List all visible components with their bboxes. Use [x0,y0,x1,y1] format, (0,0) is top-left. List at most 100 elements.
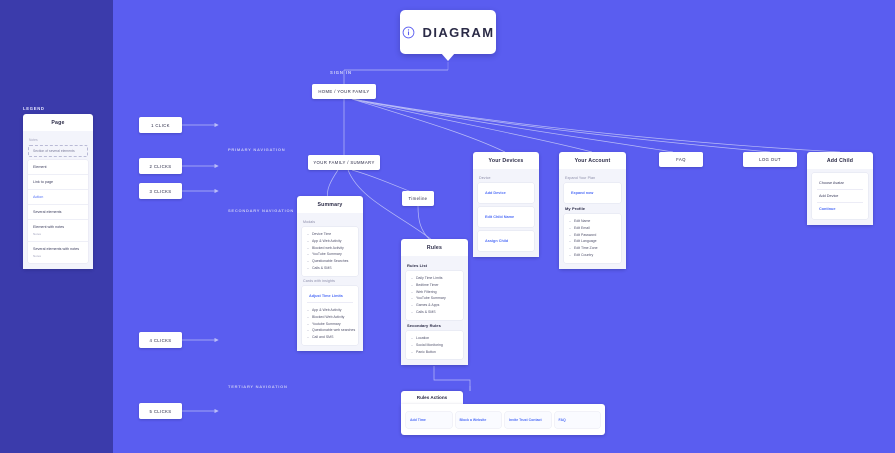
list-item: Edit Password [569,232,616,239]
add-child-continue-link[interactable]: Continue [819,207,836,211]
list-item: Bedtime Timer [411,282,458,289]
rules-secondary-list: Location Social Monitoring Panic Button [411,335,458,355]
legend-card-body: Notes Section of several elements Elemen… [23,131,93,269]
legend-row-label: Element [33,165,47,169]
account-profile-label: My Profile [565,206,586,211]
list-item: App & Web Activity [307,307,353,314]
card-your-account: Your Account Expand Your Plan Expand now… [559,152,626,269]
list-item: Edit Country [569,252,616,259]
rules-list-panel: Daily Time Limits Bedtime Timer Web Filt… [406,271,463,320]
legend-row-sub: Notes [33,232,42,236]
list-item: Web Filtering [411,289,458,296]
summary-modals-list: Device Time App & Web Activity Blocked w… [307,231,353,272]
devices-link[interactable]: Add Device [485,191,506,195]
list-item: Edit Time Zone [569,245,616,252]
rules-actions-tab-label: Rules Actions [416,395,448,400]
action-box[interactable]: Block a Website [455,411,501,428]
devices-link-panel-2[interactable]: Edit Child Name [478,207,534,227]
click-marker-2: 2 CLICKS [139,158,182,174]
legend-row-label: Element with notes [33,225,65,229]
legend-heading: LEGEND [23,106,45,111]
legend-row-label: Link to page [33,180,54,184]
legend-items: Element Link to page Action Several elem… [28,160,88,263]
add-child-row[interactable]: Add Device [817,190,863,203]
click-marker-3: 3 CLICKS [139,183,182,199]
rules-secondary-label: Secondary Rules [407,322,441,328]
card-devices-title: Your Devices [488,158,524,164]
list-item: Device Time [307,231,353,238]
list-item: Games & Apps [411,302,458,309]
node-your-family-label: YOUR FAMILY / SUMMARY [313,160,375,165]
summary-insights-panel: Adjust Time Limits App & Web Activity Bl… [302,285,358,345]
click-marker-1: 1 CLICK [139,117,182,133]
devices-link-panel-1[interactable]: Add Device [478,183,534,203]
node-home[interactable]: HOME / YOUR FAMILY [312,84,376,99]
list-item: Location [411,335,458,342]
summary-insights-list: App & Web Activity Blocked Web Activity … [307,307,355,341]
legend-row: Link to page [28,175,88,190]
card-summary: Summary Modals Device Time App & Web Act… [297,196,363,351]
card-rules: Rules Rules List Daily Time Limits Bedti… [401,239,468,366]
action-box[interactable]: Invite Trust Contact [505,411,551,428]
summary-modals-panel: Device Time App & Web Activity Blocked w… [302,227,358,276]
account-plan-link[interactable]: Expand now [571,191,594,195]
devices-link-panel-3[interactable]: Assign Child [478,231,534,251]
card-your-devices: Your Devices Device Add Device Edit Chil… [473,152,539,257]
node-your-family-summary[interactable]: YOUR FAMILY / SUMMARY [308,155,380,170]
legend-row-label: Action [33,195,44,199]
label-secondary-navigation: SECONDARY NAVIGATION [228,208,294,213]
rules-list: Daily Time Limits Bedtime Timer Web Filt… [411,275,458,316]
legend-card: Page Notes Section of several elements E… [23,114,93,269]
click-marker-label: 3 CLICKS [149,188,172,194]
node-log-out-label: LOG OUT [759,157,781,162]
list-item: Daily Time Limits [411,275,458,282]
click-marker-4: 4 CLICKS [139,332,182,348]
account-profile-list: Edit Name Edit Email Edit Password Edit … [569,218,616,259]
click-marker-label: 1 CLICK [151,122,170,128]
legend-row: Several elements with notes Notes [28,242,88,263]
rules-list-label: Rules List [407,263,428,268]
list-item: Call and SMS [307,334,353,341]
card-add-child-body: Choose Avatar Add Device Continue [807,169,873,225]
click-marker-label: 5 CLICKS [149,408,172,414]
action-box[interactable]: FAQ [554,411,600,428]
node-log-out[interactable]: LOG OUT [743,152,797,167]
list-item: Calls & SMS [307,265,353,272]
card-summary-body: Modals Device Time App & Web Activity Bl… [297,213,363,351]
devices-section-label: Device [479,176,491,180]
list-item: Social Monitoring [411,342,458,349]
legend-card-title: Page [51,120,65,126]
account-plan-panel[interactable]: Expand now [564,183,621,203]
devices-link[interactable]: Assign Child [485,239,509,243]
card-rules-title: Rules [426,245,443,251]
account-plan-label: Expand Your Plan [565,176,596,180]
card-summary-title: Summary [317,202,343,208]
diagram-header: DIAGRAM [400,10,496,61]
node-home-label: HOME / YOUR FAMILY [318,89,370,94]
list-item: Blocked Web Activity [307,314,353,321]
rules-actions-body: Add Time Block a Website Invite Trust Co… [401,404,605,435]
node-faq[interactable]: FAQ [659,152,703,167]
info-icon [402,26,415,39]
list-item: Calls & SMS [411,309,458,316]
list-item: Questionable Searches [307,258,353,265]
click-marker-label: 2 CLICKS [149,163,172,169]
label-tertiary-navigation: TERTIARY NAVIGATION [228,384,288,389]
legend-row-label: Several elements with notes [33,247,80,251]
add-child-row[interactable]: Choose Avatar [817,177,863,190]
list-item: Youtube Summary [307,321,353,328]
devices-link[interactable]: Edit Child Name [485,215,515,219]
legend-row: Element with notes Notes [28,220,88,242]
card-rules-body: Rules List Daily Time Limits Bedtime Tim… [401,256,468,366]
click-marker-label: 4 CLICKS [149,337,172,343]
legend-row: Several elements [28,205,88,220]
summary-insights-link[interactable]: Adjust Time Limits [307,290,353,303]
rules-actions-tab[interactable]: Rules Actions [401,391,463,404]
legend-row: Element [28,160,88,175]
node-timeline[interactable]: Timeline [402,191,434,206]
legend-section-label: Section of several elements [28,145,88,157]
card-add-child-title: Add Child [826,158,854,164]
action-box[interactable]: Add Time [406,411,452,428]
